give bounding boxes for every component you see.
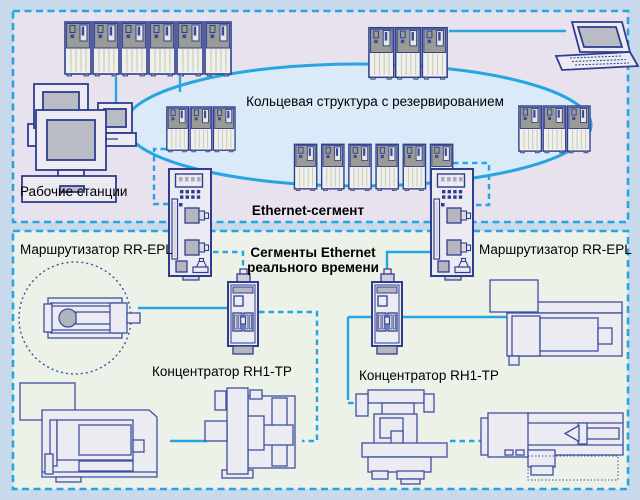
ring-structure-label: Кольцевая структура с резервированием [246,94,504,109]
router-right-label: Маршрутизатор RR-EPL [479,242,632,257]
rt-segments-label-line1: Сегменты Ethernet [250,245,376,260]
hub-rh1-tp-right-icon [371,268,403,355]
router-rr-epl-left-icon [168,168,212,281]
hub-right-label: Концентратор RH1-TP [359,368,499,383]
hub-rh1-tp-left-icon [227,268,259,355]
machine-lathe-icon [480,412,624,481]
dotted-rect [527,455,619,481]
router-left-label: Маршрутизатор RR-EPL [20,242,173,257]
machine-horizontal-left-icon [19,382,158,483]
dashed-hub-machineB [259,310,319,443]
link-router-hub-right [385,250,430,269]
backbone-border [11,9,630,224]
plc-rack-trio-left [166,106,236,153]
dashed-router-hub-left [213,250,245,269]
workstations-label: Рабочие станции [20,184,128,199]
machine-horizontal-right-icon [489,279,623,366]
realtime-border [11,229,630,491]
plc-rack-trio-right [518,105,591,154]
network-links [114,29,566,443]
section-borders [11,9,630,491]
workstation-icon [21,83,137,203]
rt-segments-label-line2: реального времени [247,260,379,275]
dashed-rack-router-left [152,147,169,206]
rt-segments-label: Сегменты Ethernet реального времени [247,245,379,275]
ethernet-segment-label: Ethernet-сегмент [251,203,365,218]
machine-vertical-left-icon [204,387,296,479]
hub-left-label: Концентратор RH1-TP [152,364,292,379]
laptop-icon [554,21,640,71]
machine-vertical-right-icon [355,389,448,485]
router-rr-epl-right-icon [430,168,474,281]
dashed-rack-router-right [453,161,491,207]
machine-part-detail [18,261,141,375]
plc-rack-trio-top-center [368,26,448,81]
